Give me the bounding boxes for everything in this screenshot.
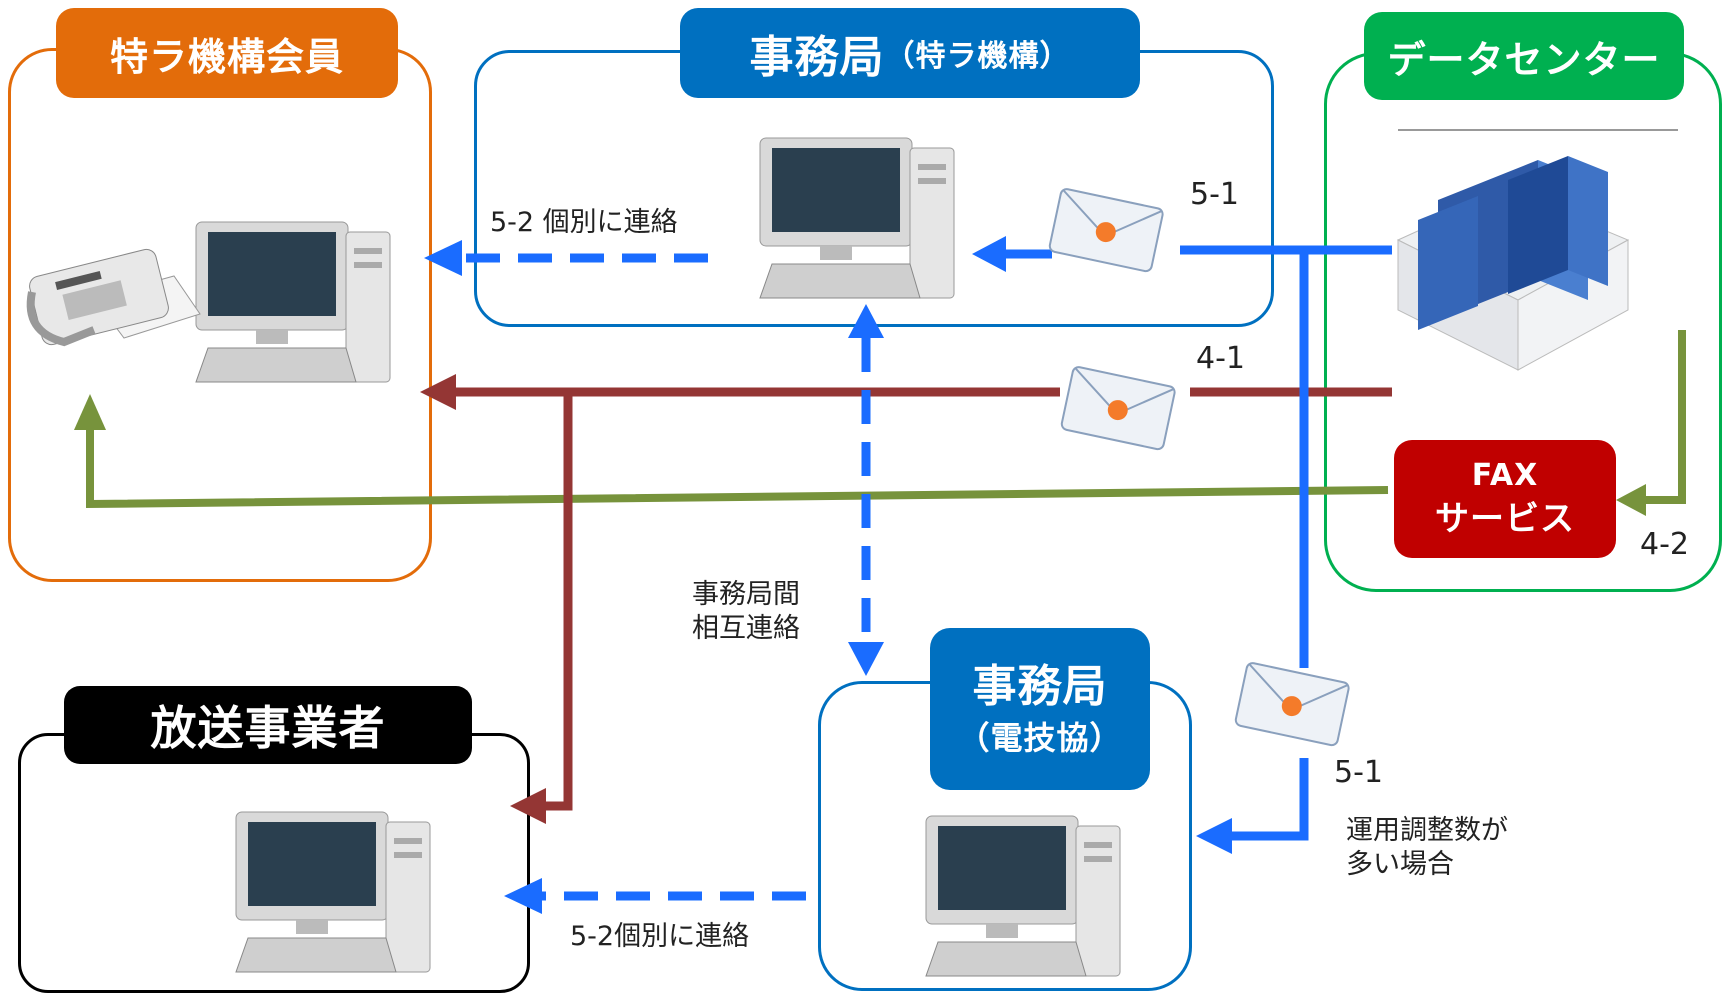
- email-envelope-icon: [1234, 662, 1350, 747]
- broadcaster-title: 放送事業者: [64, 686, 472, 764]
- label-inter-office: 事務局間 相互連絡: [692, 578, 800, 646]
- fax-service-line2: サービス: [1435, 499, 1575, 539]
- mail-4-1-arrow: [420, 374, 1392, 824]
- mail-5-1-bottom-arrow: [1196, 250, 1309, 854]
- office-main-title-main: 事務局: [749, 32, 885, 83]
- datacenter-to-fax-arrow: [1616, 330, 1686, 516]
- desktop-computer-icon: [195, 221, 391, 383]
- office-main-title: 事務局（特ラ機構）: [680, 8, 1140, 98]
- email-envelope-icon: [1060, 366, 1176, 451]
- fax-service-line1: FAX: [1471, 458, 1539, 493]
- label-inter-office-line2: 相互連絡: [692, 613, 800, 644]
- office-sub-title-line1: 事務局: [972, 661, 1108, 712]
- office-sub-title-line2: （電技協）: [957, 719, 1123, 757]
- datacenter-title: データセンター: [1364, 12, 1684, 100]
- desktop-computer-icon: [235, 811, 431, 973]
- fax-route-arrow: [74, 394, 1389, 509]
- label-bottom-note: 運用調整数が 多い場合: [1346, 814, 1508, 882]
- mail-5-1-top-arrow: [972, 236, 1392, 272]
- email-envelope-icon: [1048, 188, 1164, 273]
- office-sub-title: 事務局 （電技協）: [930, 628, 1150, 790]
- label-4-1: 4-1: [1196, 341, 1245, 376]
- contact-5-2-bottom-arrow: [504, 878, 806, 914]
- office-main-title-sub: （特ラ機構）: [884, 39, 1071, 74]
- label-bottom-note-line1: 運用調整数が: [1346, 815, 1508, 846]
- desktop-computer-icon: [759, 137, 955, 299]
- contact-5-2-top-arrow: [424, 240, 708, 276]
- label-4-2: 4-2: [1640, 527, 1689, 562]
- server-rack-icon: [1396, 129, 1678, 371]
- label-inter-office-line1: 事務局間: [692, 579, 800, 610]
- label-5-1-bottom: 5-1: [1334, 755, 1383, 790]
- label-5-1-top: 5-1: [1190, 177, 1239, 212]
- inter-office-arrow: [848, 304, 884, 676]
- member-title: 特ラ機構会員: [56, 8, 398, 98]
- label-5-2-bottom: 5-2個別に連絡: [570, 921, 750, 952]
- label-5-2-top: 5-2 個別に連絡: [490, 207, 678, 238]
- desktop-computer-icon: [925, 815, 1121, 977]
- label-bottom-note-line2: 多い場合: [1346, 849, 1454, 880]
- fax-machine-icon: [26, 248, 201, 347]
- fax-service-box: FAX サービス: [1394, 440, 1616, 558]
